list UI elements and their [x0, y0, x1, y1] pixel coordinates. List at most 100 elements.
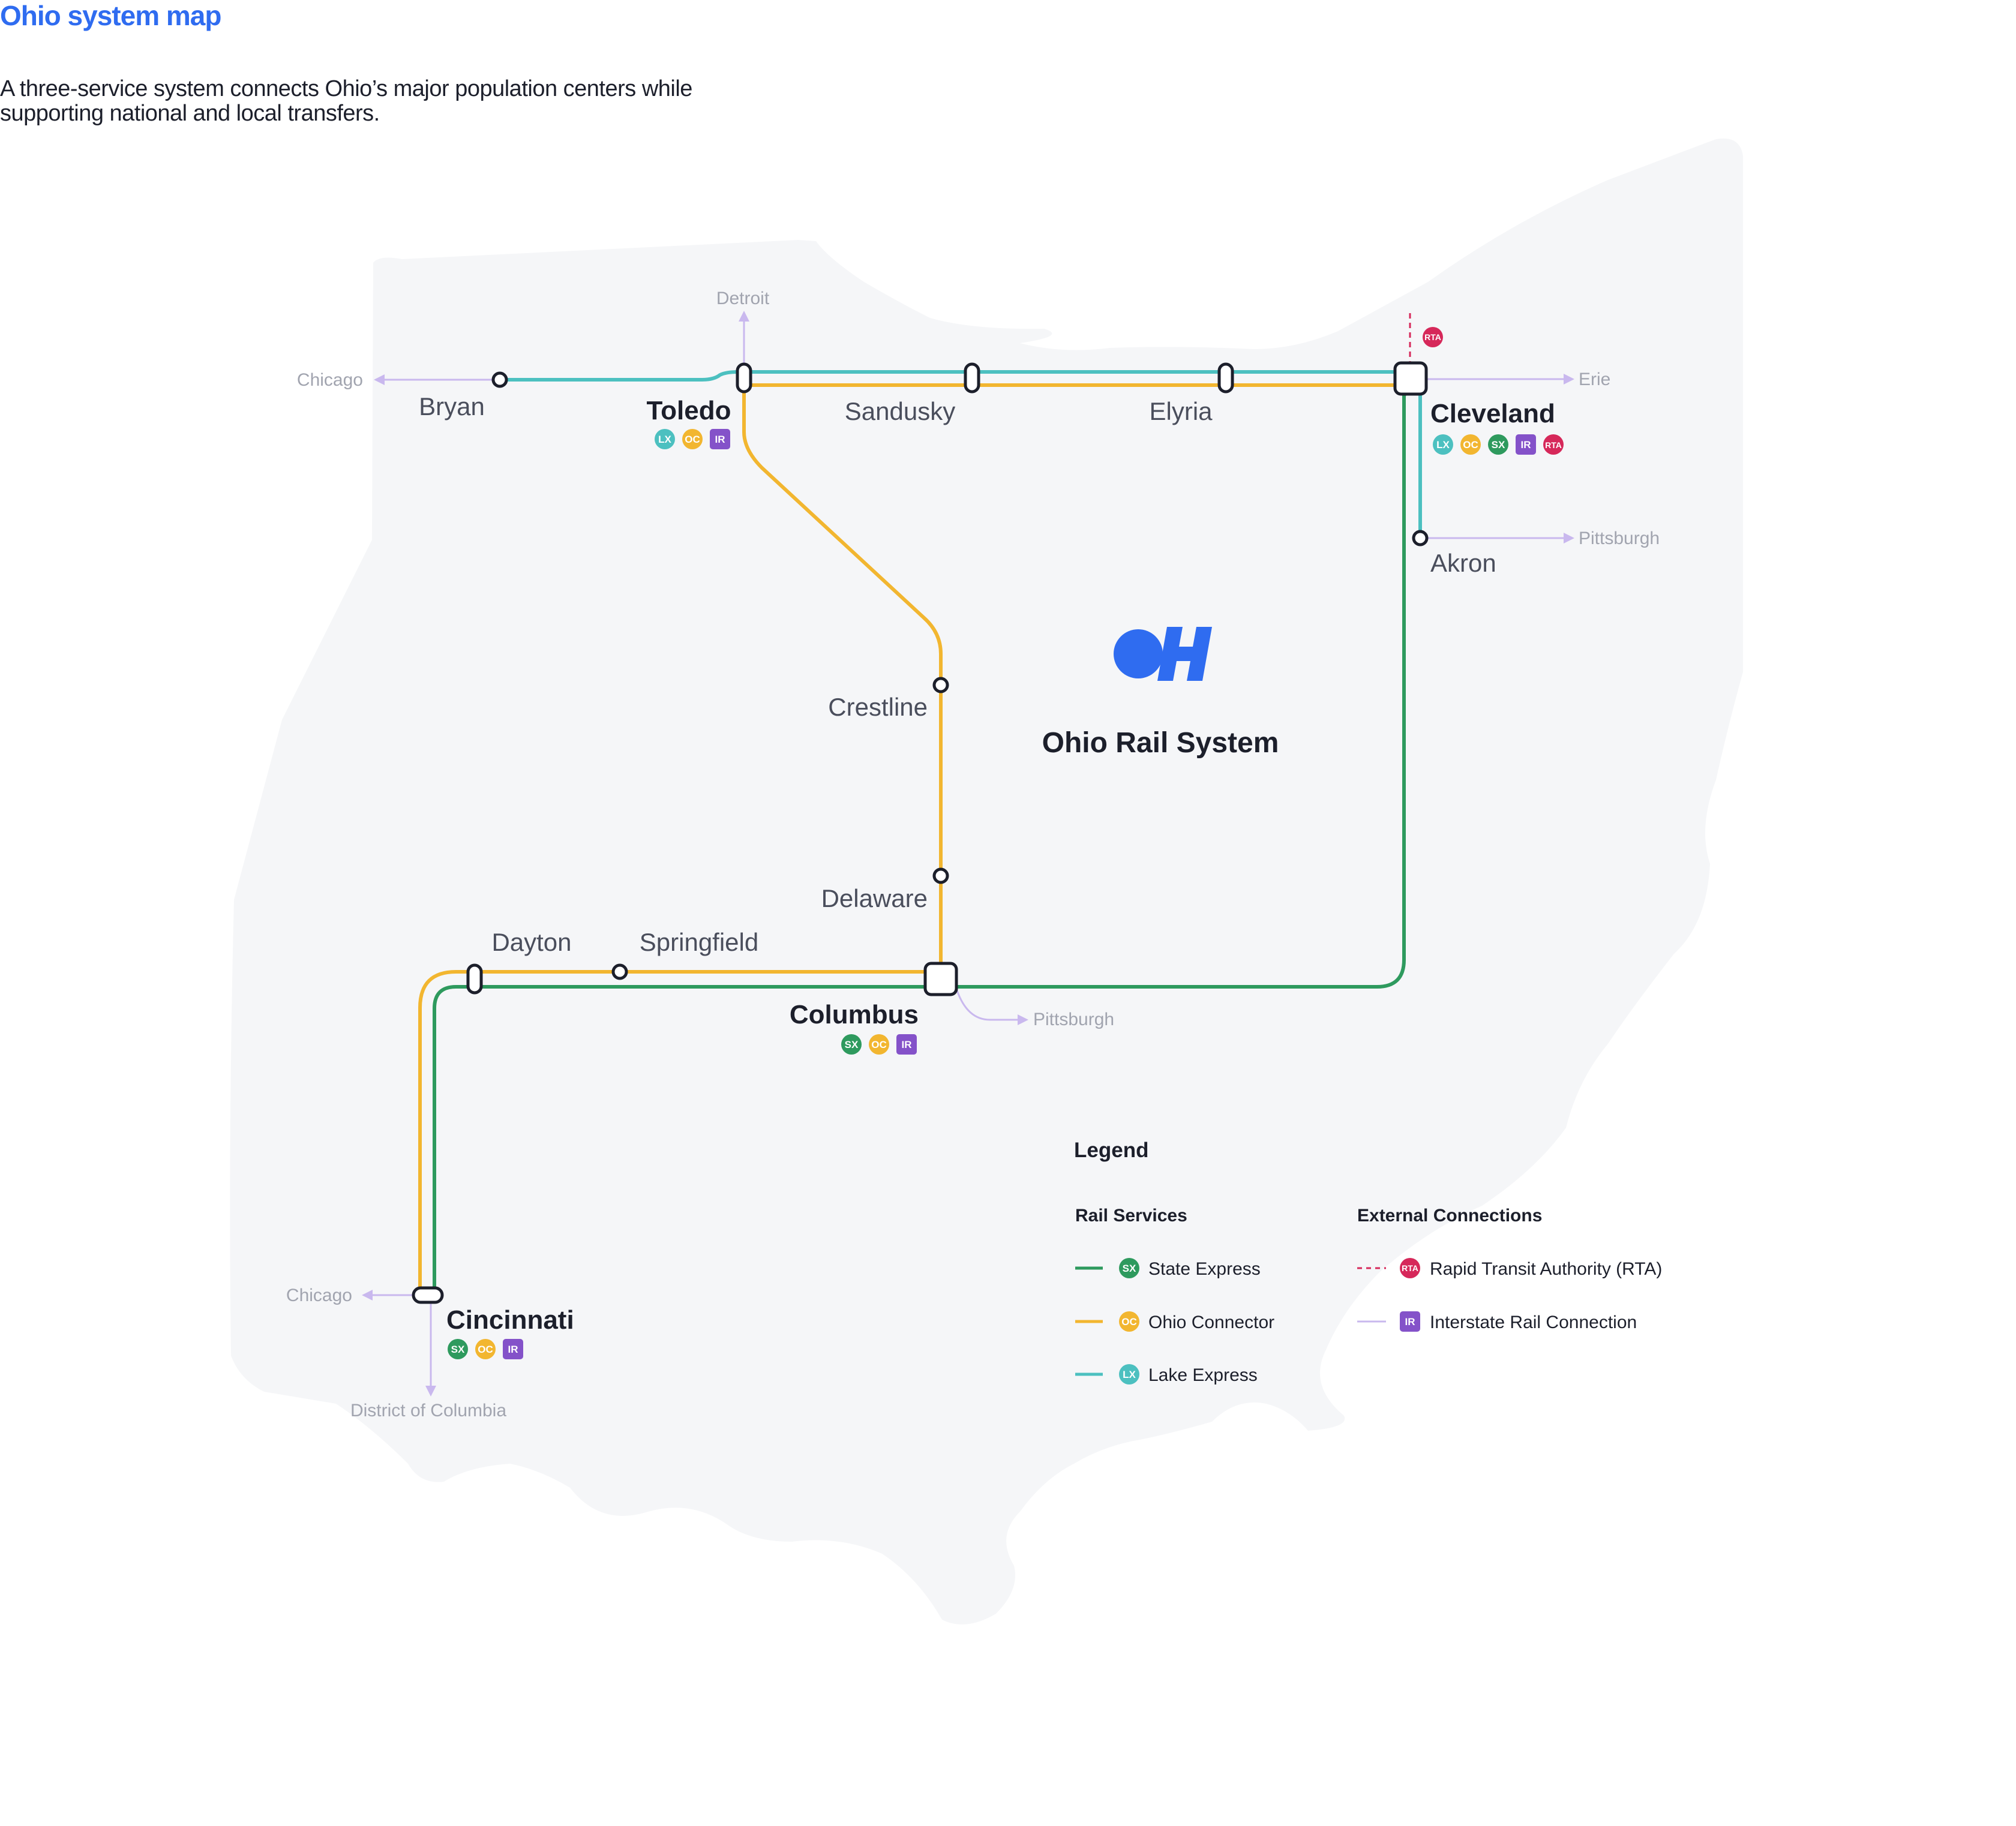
svg-text:LX: LX	[658, 434, 671, 445]
toledo-badges: LX OC IR	[655, 429, 730, 449]
svg-text:Rapid Transit Authority (RTA): Rapid Transit Authority (RTA)	[1430, 1259, 1662, 1279]
label-cincinnati: Cincinnati	[446, 1305, 574, 1335]
badge-sx	[1488, 434, 1508, 455]
badge-rta	[1543, 434, 1564, 455]
badge-sx	[448, 1339, 468, 1359]
badge-lx	[1433, 434, 1453, 455]
logo-h-shape	[1157, 627, 1212, 681]
svg-text:OC: OC	[685, 434, 700, 445]
external-arrowheads	[362, 311, 1574, 1396]
ext-label-detroit: Detroit	[716, 289, 770, 308]
svg-text:SX: SX	[1123, 1263, 1136, 1274]
label-bryan: Bryan	[419, 392, 485, 421]
svg-text:Interstate Rail Connection: Interstate Rail Connection	[1430, 1313, 1637, 1332]
badge-ir	[1516, 434, 1536, 455]
badge-oc	[1460, 434, 1481, 455]
columbus-badges: SX OC IR	[841, 1034, 917, 1055]
legend-rail-services-heading: Rail Services	[1075, 1206, 1187, 1226]
badge-ir	[503, 1339, 523, 1359]
legend-item-interstate: IR Interstate Rail Connection	[1357, 1311, 1637, 1332]
svg-text:SX: SX	[1492, 439, 1505, 451]
svg-text:RTA: RTA	[1424, 332, 1441, 342]
badge-rta	[1400, 1258, 1420, 1278]
ext-label-pittsburgh-akron: Pittsburgh	[1579, 528, 1660, 548]
ext-label-chicago-west: Chicago	[297, 370, 363, 390]
label-elyria: Elyria	[1149, 397, 1213, 425]
page-subtitle: A three-service system connects Ohio’s m…	[0, 76, 692, 126]
svg-text:IR: IR	[1521, 439, 1531, 451]
badge-oc	[475, 1339, 496, 1359]
label-springfield: Springfield	[640, 928, 758, 956]
ohio-connector-line	[418, 383, 1412, 1297]
label-toledo: Toledo	[647, 396, 731, 425]
station-cleveland[interactable]	[1393, 361, 1428, 396]
badge-sx	[1119, 1258, 1139, 1278]
svg-text:State Express: State Express	[1148, 1259, 1261, 1279]
legend-item-ohio-connector: OC Ohio Connector	[1075, 1311, 1274, 1332]
ohio-rail-logo: OH	[1114, 627, 1212, 681]
station-bryan[interactable]	[491, 371, 508, 388]
badge-lx	[1119, 1364, 1139, 1384]
ohio-state-shape	[230, 138, 1744, 1625]
legend-item-rta: RTA Rapid Transit Authority (RTA)	[1357, 1258, 1662, 1279]
svg-text:OC: OC	[871, 1039, 887, 1050]
label-sandusky: Sandusky	[845, 397, 955, 425]
station-delaware[interactable]	[932, 867, 949, 884]
svg-text:IR: IR	[715, 434, 725, 445]
ext-label-pittsburgh-columbus: Pittsburgh	[1033, 1010, 1114, 1029]
station-markers	[412, 361, 1429, 1304]
svg-text:RTA: RTA	[1545, 440, 1562, 450]
legend-title: Legend	[1074, 1139, 1148, 1162]
svg-text:LX: LX	[1123, 1369, 1136, 1380]
station-toledo[interactable]	[736, 362, 752, 394]
external-connection-lines	[369, 319, 1566, 1389]
badge-oc	[682, 429, 703, 449]
cincinnati-badges: SX OC IR	[448, 1339, 523, 1359]
svg-text:IR: IR	[1405, 1316, 1415, 1328]
station-sandusky[interactable]	[964, 362, 980, 394]
svg-text:SX: SX	[845, 1039, 859, 1050]
svg-text:Ohio Connector: Ohio Connector	[1148, 1313, 1274, 1332]
badge-ir	[1400, 1311, 1420, 1332]
legend-item-lake-express: LX Lake Express	[1075, 1364, 1258, 1385]
label-dayton: Dayton	[491, 928, 571, 956]
label-delaware: Delaware	[821, 884, 928, 912]
ext-label-district-of-columbia: District of Columbia	[350, 1401, 506, 1420]
svg-text:IR: IR	[508, 1344, 518, 1355]
svg-text:IR: IR	[902, 1039, 912, 1050]
label-columbus: Columbus	[790, 1000, 919, 1029]
logo-o-shape	[1114, 629, 1163, 678]
state-express-line	[433, 382, 1412, 1297]
station-cincinnati[interactable]	[412, 1286, 444, 1304]
page-title: Ohio system map	[0, 0, 221, 31]
badge-oc	[869, 1034, 889, 1055]
label-akron: Akron	[1430, 549, 1496, 577]
svg-text:SX: SX	[451, 1344, 465, 1355]
badge-sx	[841, 1034, 862, 1055]
station-akron[interactable]	[1412, 530, 1429, 546]
svg-text:OC: OC	[1121, 1316, 1137, 1328]
ext-label-erie: Erie	[1579, 370, 1610, 389]
rta-connection-badge: RTA	[1423, 327, 1443, 347]
station-columbus[interactable]	[923, 962, 958, 996]
station-dayton[interactable]	[466, 963, 483, 995]
label-cleveland: Cleveland	[1430, 399, 1555, 428]
svg-text:Lake Express: Lake Express	[1148, 1365, 1258, 1385]
legend: Legend Rail Services External Connection…	[1074, 1139, 1662, 1385]
badge-oc	[1119, 1311, 1139, 1332]
cleveland-badges: LX OC SX IR RTA	[1433, 434, 1564, 455]
legend-external-heading: External Connections	[1357, 1206, 1542, 1226]
svg-text:LX: LX	[1436, 439, 1450, 451]
ext-label-chicago-south: Chicago	[286, 1286, 352, 1305]
station-elyria[interactable]	[1217, 362, 1234, 394]
label-crestline: Crestline	[828, 693, 928, 721]
badge-ir	[710, 429, 730, 449]
badge-lx	[655, 429, 675, 449]
svg-text:OC: OC	[478, 1344, 493, 1355]
station-springfield[interactable]	[611, 963, 628, 980]
svg-text:RTA: RTA	[1402, 1263, 1418, 1273]
legend-item-state-express: SX State Express	[1075, 1258, 1261, 1279]
badge-ir	[896, 1034, 917, 1055]
station-crestline[interactable]	[932, 677, 949, 693]
